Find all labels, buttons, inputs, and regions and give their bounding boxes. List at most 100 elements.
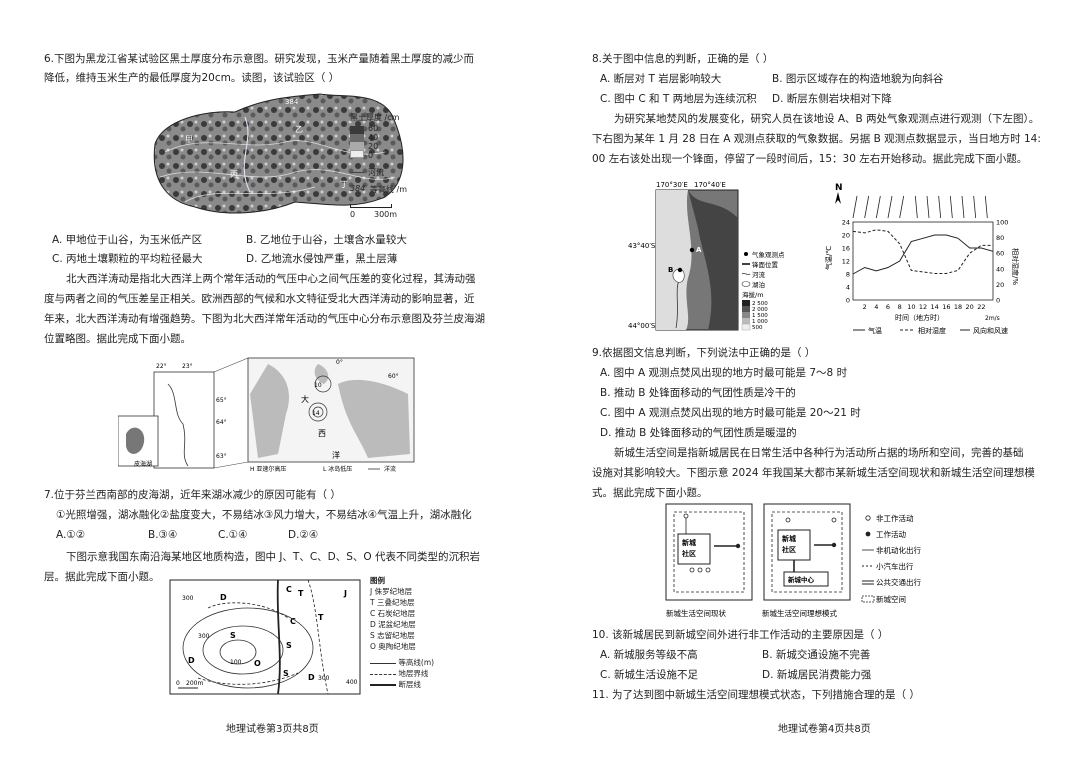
geo-legend-fault-line <box>370 684 396 686</box>
q8-option-a[interactable]: A. 断层对 T 岩层影响较大 <box>600 73 722 85</box>
legend-val-60: 60 <box>368 124 379 133</box>
scale-zero: 0 <box>350 210 356 219</box>
geo-legend-boundary: 地层界线 <box>398 669 429 678</box>
legend-car: 小汽车出行 <box>876 561 914 571</box>
map-label-bing: 丙 <box>230 170 238 179</box>
x-tick-4: 10 <box>907 303 915 311</box>
geo-letter-4: C <box>286 585 292 594</box>
q7-option-b[interactable]: B.③④ <box>148 529 178 541</box>
legend-val-40: 40 <box>368 133 379 142</box>
geo-letter-12: D <box>308 673 315 682</box>
q9-option-d[interactable]: D. 推动 B 处锋面移动的气团性质是暖湿的 <box>600 427 797 439</box>
legend-azores-high: H 亚速尔高压 <box>250 465 286 473</box>
scale-bar <box>350 204 392 208</box>
pressure-val-14: 14 <box>312 410 320 417</box>
lon-23: 23° <box>182 363 193 370</box>
q10-option-a[interactable]: A. 新城服务等级不高 <box>600 649 698 661</box>
y2-tick-4: 20 <box>996 281 1004 289</box>
geo-letter-6: J <box>343 589 347 598</box>
legend-contour-label: 等高线 /m <box>370 185 408 194</box>
legend-current-label: 洋流 <box>384 465 396 473</box>
legend-temperature: 气温 <box>868 326 882 335</box>
map-lat-1: 43°40′S <box>628 242 656 250</box>
pressure-val-10: 10 <box>314 382 322 389</box>
map-lat-2: 44°00′S <box>628 322 656 330</box>
x-tick-1: 4 <box>874 303 878 311</box>
q6-option-d[interactable]: D. 乙地流水侵蚀严重，黑土层薄 <box>246 253 398 265</box>
wind-barb-0 <box>852 195 858 219</box>
y2-axis-title: 相对湿度/% <box>1011 248 1020 285</box>
elev-500: 500 <box>752 325 763 331</box>
geo-legend-j: J 侏罗纪地层 <box>370 587 413 596</box>
q8-option-c[interactable]: C. 图中 C 和 T 两地层为连续沉积 <box>600 93 757 105</box>
geo-legend-o: O 奥陶纪地层 <box>370 642 416 651</box>
y-axis-title: 气温/℃ <box>825 246 833 270</box>
intro7-line3: 年来，北大西洋涛动有增强趋势。下图为北大西洋常年活动的气压中心分布示意图及芬兰皮… <box>44 313 485 325</box>
legend-swatch-60 <box>350 126 364 134</box>
x-tick-5: 12 <box>919 303 927 311</box>
y2-tick-0: 100 <box>996 219 1008 227</box>
q6-option-a[interactable]: A. 甲地位于山谷，为玉米低产区 <box>52 234 203 246</box>
q9-option-c[interactable]: C. 图中 A 观测点焚风出现的地方时最可能是 20～21 时 <box>600 407 861 419</box>
wind-barb-11 <box>984 195 988 219</box>
point-a-label: A <box>696 246 702 254</box>
wind-barb-10 <box>973 195 977 219</box>
life-space-diagram: 新城 社区 新城生活空间现状 新城 社区 新城中心 新城生活空间理想模式 非工作… <box>665 503 921 618</box>
legend-humidity: 相对湿度 <box>918 326 946 335</box>
ocean-char-2: 西 <box>318 429 326 438</box>
wind-barb-9 <box>961 195 965 219</box>
q8-option-b[interactable]: B. 图示区域存在的构造地貌为向斜谷 <box>772 73 944 85</box>
q7-option-c[interactable]: C.①④ <box>218 529 248 541</box>
q11-stem: 11. 为了达到图中新城生活空间理想模式状态，下列措施合理的是（ ） <box>592 689 920 701</box>
current-label-2: 社区 <box>681 549 696 558</box>
x-tick-8: 18 <box>954 303 962 311</box>
intro9-line3: 00 左右该处出现一个锋面，停留了一段时间后，15：30 左右开始移动。据此完成… <box>592 153 1028 165</box>
scale-length: 300m <box>374 210 398 219</box>
contour-300-b: 300 <box>198 633 210 640</box>
legend-swatch-0 <box>350 150 364 158</box>
x-tick-2: 6 <box>886 303 890 311</box>
geo-legend-title: 图例 <box>370 576 385 585</box>
legend-public-transit: 公共交通出行 <box>876 577 921 587</box>
map-label-jia: 甲 <box>185 135 193 144</box>
lake-label: 皮海湖 <box>134 460 152 468</box>
q9-option-b[interactable]: B. 推动 B 处锋面移动的气团性质是冷干的 <box>600 387 796 399</box>
intro9-line2: 下右图为某年 1 月 28 日在 A 观测点获取的气象数据。另据 B 观测点数据… <box>592 133 1041 145</box>
q8-option-d[interactable]: D. 断层东侧岩块相对下降 <box>772 93 892 105</box>
q10-option-b[interactable]: B. 新城交通设施不完善 <box>762 649 871 661</box>
legend-val-20: 20 <box>368 142 379 151</box>
q10-option-c[interactable]: C. 新城生活设施不足 <box>600 669 699 681</box>
intro8-line1: 下图示意我国东南沿海某地区地质构造，图中 J、T、C、D、S、O 代表不同类型的… <box>66 551 481 563</box>
black-soil-map: 384 甲 乙 丙 丁 <box>153 93 404 214</box>
legend-work: 工作活动 <box>876 529 906 539</box>
q7-option-d[interactable]: D.②④ <box>288 529 319 541</box>
q10-option-d[interactable]: D. 新城居民消费能力强 <box>762 669 872 681</box>
q6-option-b[interactable]: B. 乙地位于山谷，土壤含水量较大 <box>246 234 407 246</box>
map-legend-front: 锋面位置 <box>752 260 779 269</box>
lat-65: 65° <box>216 397 227 404</box>
lon-0: 0° <box>336 359 343 366</box>
q7-option-a[interactable]: A.①② <box>56 529 86 541</box>
q6-option-c[interactable]: C. 丙地土壤颗粒的平均粒径最大 <box>52 253 203 265</box>
q6-stem-line2: 降低，维持玉米生产的最低厚度为20cm。读图，该试验区（ ） <box>44 72 340 84</box>
geo-legend-d: D 泥盆纪地层 <box>370 620 416 629</box>
legend-river-line <box>350 172 364 173</box>
contour-400: 400 <box>346 679 358 686</box>
intro7-line4: 位置略图。据此完成下面小题。 <box>44 333 191 345</box>
q7-stem: 7.位于芬兰西南部的皮海湖，近年来湖冰减少的原因可能有（ ） <box>44 489 341 501</box>
contour-300-c: 300 <box>318 675 330 682</box>
wind-barb-7 <box>938 195 942 219</box>
legend-non-work: 非工作活动 <box>876 513 914 523</box>
ideal-label-2: 社区 <box>781 545 796 554</box>
geo-letter-5: T <box>298 589 304 598</box>
wind-barb-8 <box>949 195 953 219</box>
q9-option-a[interactable]: A. 图中 A 观测点焚风出现的地方时最可能是 7～8 时 <box>600 367 848 379</box>
ocean-char-1: 大 <box>301 394 309 404</box>
elev-2000: 2 000 <box>752 307 768 313</box>
geo-letter-7: C <box>290 617 296 626</box>
wind-barb-4 <box>899 195 905 219</box>
y2-tick-1: 80 <box>996 234 1004 242</box>
legend-swatch-40 <box>350 134 364 142</box>
current-label-1: 新城 <box>682 538 696 547</box>
intro7-line1: 北大西洋涛动是指北大西洋上两个常年活动的气压中心之间气压差的变化过程，其涛动强 <box>66 273 476 285</box>
